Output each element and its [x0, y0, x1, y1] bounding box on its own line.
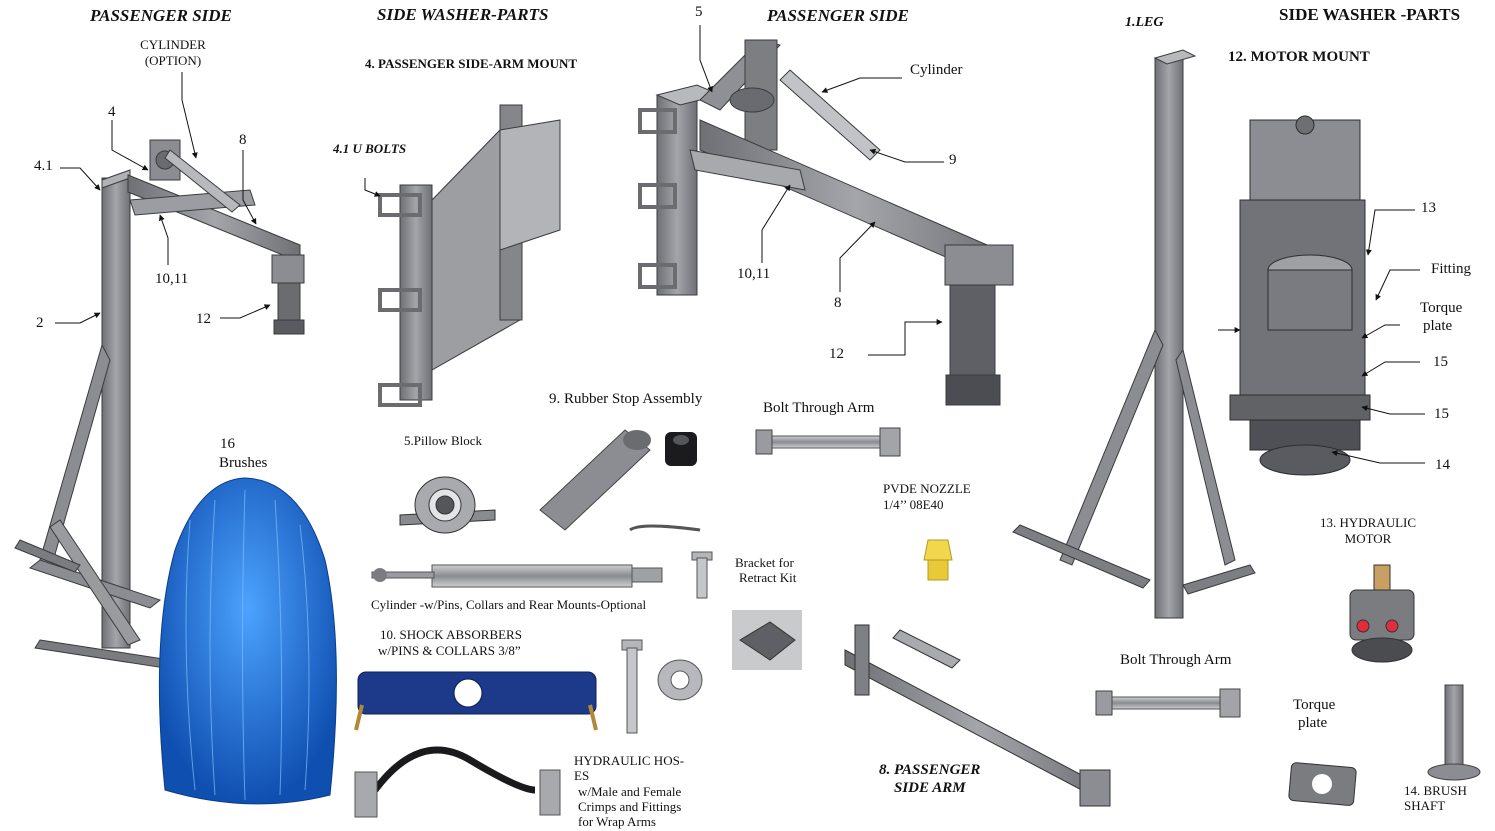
retract-bracket-image [732, 610, 802, 670]
callout-5-mid: 5 [695, 4, 703, 20]
label-passenger-side-arm-1: 8. PASSENGER [879, 762, 981, 778]
label-hydraulic-motor-2: MOTOR [1344, 531, 1392, 546]
label-torque-plate-2: plate [1298, 715, 1328, 731]
shock-absorber-image [354, 671, 598, 731]
label-hoses-4: Crimps and Fittings [578, 799, 682, 814]
pin-collar-image [621, 639, 703, 734]
leg-drawing [1012, 49, 1256, 619]
callout-10-11-left: 10,11 [155, 271, 189, 287]
label-hoses-3: w/Male and Female [578, 784, 682, 799]
label-passenger-side-arm-2: SIDE ARM [894, 780, 966, 796]
label-shock-absorbers-2: w/PINS & COLLARS 3/8” [378, 643, 521, 658]
label-hoses-1: HYDRAULIC HOS- [574, 753, 685, 768]
rubber-stop-image [539, 429, 697, 531]
callout-torque-right: Torque [1420, 300, 1463, 316]
label-hoses-5: for Wrap Arms [578, 814, 656, 829]
label-shock-absorbers-1: 10. SHOCK ABSORBERS [380, 627, 522, 642]
header-passenger-side-left: PASSENGER SIDE [90, 6, 232, 25]
callout-4-1-left: 4.1 [34, 158, 53, 174]
label-bracket-1: Bracket for [735, 555, 794, 570]
motor-mount-drawing [1229, 115, 1371, 476]
bolt-through-arm-image-2 [1095, 688, 1241, 718]
callout-15b-right: 15 [1434, 406, 1449, 422]
header-side-washer-parts-right: SIDE WASHER -PARTS [1279, 5, 1461, 24]
torque-plate-image [1288, 762, 1357, 806]
pvde-nozzle-image [923, 539, 953, 581]
label-torque-plate-1: Torque [1293, 697, 1336, 713]
header-side-washer-parts-left: SIDE WASHER-PARTS [377, 5, 549, 24]
middle-assembly-drawing [638, 39, 1014, 406]
callout-4-left: 4 [108, 104, 116, 120]
brushes-image [158, 477, 337, 805]
callout-option-left: (OPTION) [144, 53, 202, 68]
hydraulic-motor-image [1349, 564, 1415, 663]
header-arm-mount: 4. PASSENGER SIDE-ARM MOUNT [365, 56, 578, 71]
label-pvde-nozzle: PVDE NOZZLE [883, 481, 971, 496]
pins-image [629, 524, 713, 599]
label-hoses-2: ES [574, 768, 590, 783]
label-brushes-number: 16 [220, 436, 235, 452]
label-pvde-size: 1/4’’ 08E40 [883, 497, 944, 512]
callout-10-11-mid: 10,11 [737, 266, 771, 282]
label-bolt-through-arm-2: Bolt Through Arm [1120, 652, 1232, 668]
callout-15a-right: 15 [1433, 354, 1448, 370]
callout-12-left: 12 [196, 311, 211, 327]
passenger-side-arm-image [844, 624, 1111, 807]
arm-mount-drawing [378, 104, 561, 407]
callout-14-right: 14 [1435, 457, 1450, 473]
label-brush-shaft-2: SHAFT [1404, 798, 1446, 813]
label-brush-shaft-1: 14. BRUSH [1404, 783, 1467, 798]
label-pillow-block: 5.Pillow Block [404, 433, 483, 448]
hydraulic-hose-image [354, 746, 561, 818]
callout-plate-right: plate [1423, 318, 1453, 334]
header-motor-mount: 12. MOTOR MOUNT [1228, 49, 1370, 65]
label-cylinder-description: Cylinder -w/Pins, Collars and Rear Mount… [371, 597, 647, 612]
label-hydraulic-motor-1: 13. HYDRAULIC [1319, 515, 1417, 530]
brush-shaft-image [1427, 684, 1481, 781]
cylinder-image [371, 564, 663, 588]
header-leg: 1.LEG [1125, 15, 1164, 30]
label-bracket-2: Retract Kit [739, 570, 797, 585]
callout-cylinder-left: CYLINDER [140, 37, 206, 52]
callout-cylinder-mid: Cylinder [910, 62, 963, 78]
callout-8-left: 8 [239, 132, 247, 148]
header-passenger-side-mid: PASSENGER SIDE [767, 6, 909, 25]
label-brushes: Brushes [219, 455, 268, 471]
callout-12-mid: 12 [829, 346, 844, 362]
callout-8-mid: 8 [834, 295, 842, 311]
callout-2-left: 2 [36, 315, 44, 331]
label-bolt-through-arm-1: Bolt Through Arm [763, 400, 875, 416]
callout-fitting-right: Fitting [1431, 261, 1472, 277]
header-u-bolts: 4.1 U BOLTS [333, 141, 407, 156]
bolt-through-arm-image-1 [755, 427, 901, 457]
label-rubber-stop: 9. Rubber Stop Assembly [549, 391, 703, 407]
pillow-block-image [399, 476, 496, 534]
callout-9-mid: 9 [949, 152, 957, 168]
callout-13-right: 13 [1421, 200, 1436, 216]
callout-leaders [55, 25, 1425, 464]
left-assembly-drawing [14, 139, 305, 669]
